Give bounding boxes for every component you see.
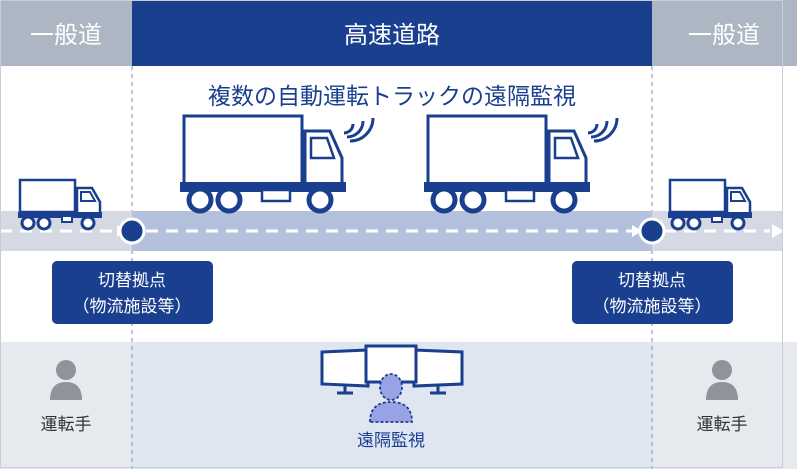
header-center-label: 高速道路 (344, 21, 440, 49)
header-right-label: 一般道 (688, 21, 760, 49)
header-center-cell (132, 0, 652, 66)
switch-point-node-right (638, 217, 666, 245)
switch-point-right-line1: 切替拠点 (618, 271, 686, 291)
driver-right-label: 運転手 (697, 415, 748, 435)
driver-left-label: 運転手 (41, 415, 92, 435)
wireless-signal-icon (342, 116, 375, 143)
monitor-icon (320, 348, 370, 395)
arrow-center (632, 225, 642, 237)
outer-frame (0, 0, 783, 468)
monitor-label: 遠隔監視 (357, 431, 425, 451)
truck-icon (180, 116, 346, 211)
truck-icon (424, 116, 590, 211)
switch-point-node-left (118, 217, 146, 245)
headline: 複数の自動運転トラックの遠隔監視 (208, 84, 576, 110)
wireless-signal-icon (586, 116, 619, 143)
header-left-cell (0, 0, 132, 66)
switch-point-left-line2: （物流施設等） (73, 297, 192, 317)
arrow-right (772, 224, 784, 238)
switch-point-box-left (52, 261, 213, 324)
header-right-cell (652, 0, 797, 66)
switch-point-box-right (572, 261, 733, 324)
header-left-label: 一般道 (30, 21, 102, 49)
remote-operator-icon (369, 373, 413, 423)
switch-point-left-line1: 切替拠点 (98, 271, 166, 291)
switch-point-right-line2: （物流施設等） (593, 297, 712, 317)
